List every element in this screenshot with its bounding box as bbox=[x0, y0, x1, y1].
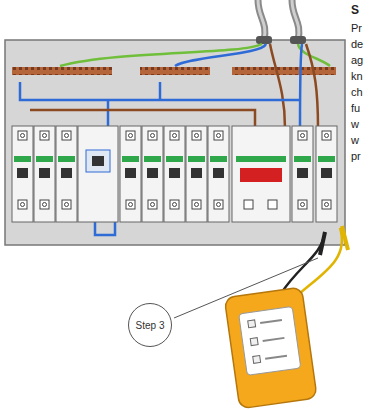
heading-fragment: S bbox=[351, 4, 359, 17]
neutral-bar bbox=[232, 67, 336, 75]
cable bbox=[292, 0, 299, 40]
test-lead bbox=[298, 228, 342, 295]
text-fragment: de bbox=[351, 38, 363, 51]
text-fragment: pr bbox=[351, 150, 361, 163]
cable bbox=[258, 0, 265, 40]
probe bbox=[320, 232, 325, 255]
wiring bbox=[20, 44, 330, 235]
text-fragment: w bbox=[351, 118, 359, 131]
earth-bar bbox=[12, 67, 112, 75]
test-lead bbox=[282, 232, 325, 292]
probe bbox=[342, 226, 348, 250]
consumer-unit bbox=[5, 40, 345, 245]
circuit-breakers bbox=[12, 126, 337, 222]
grommet bbox=[290, 36, 306, 44]
text-fragment: w bbox=[351, 134, 359, 147]
voltage-tester bbox=[224, 287, 317, 409]
grommet bbox=[256, 36, 272, 44]
text-fragment: kn bbox=[351, 70, 363, 83]
step-callout-circle: Step 3 bbox=[128, 303, 172, 347]
text-fragment: Pr bbox=[351, 22, 362, 35]
text-fragment: ag bbox=[351, 54, 363, 67]
step-label: Step 3 bbox=[136, 320, 165, 331]
text-fragment: fu bbox=[351, 102, 360, 115]
text-fragment: ch bbox=[351, 86, 363, 99]
neutral-bar bbox=[140, 67, 210, 75]
